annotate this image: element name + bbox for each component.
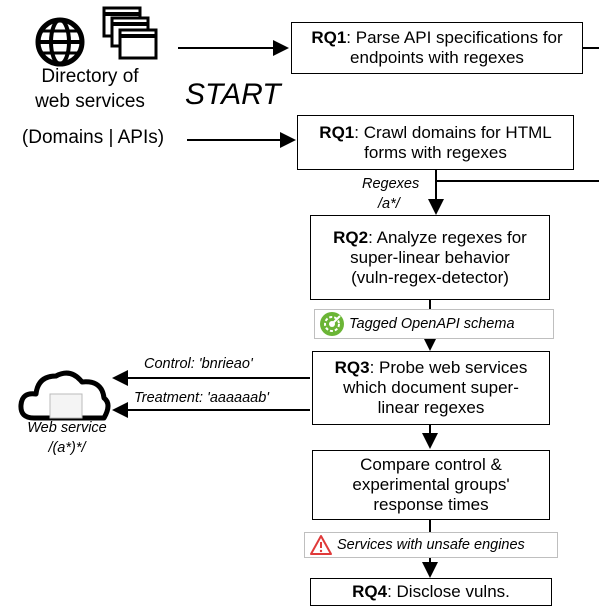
- control-label: Control: 'bnrieao': [144, 356, 253, 372]
- directory-label-1: Directory of: [41, 66, 139, 87]
- regex-example: /a*/: [378, 196, 400, 212]
- rq2-tag: RQ2: [333, 227, 369, 247]
- unsafe-engines-label: Services with unsafe engines: [337, 537, 525, 553]
- rq3-text: : Probe web services which document supe…: [343, 358, 528, 417]
- directory-label-2: web services: [35, 91, 145, 112]
- web-service-regex: /(a*)*/: [48, 440, 86, 456]
- rq1-crawl-text: : Crawl domains for HTML forms with rege…: [354, 122, 552, 162]
- rq3-box: RQ3: Probe web services which document s…: [312, 351, 550, 425]
- cloud-icon: [18, 370, 111, 421]
- rq1-api-box: RQ1: Parse API specifications for endpoi…: [291, 22, 583, 74]
- rq4-text: : Disclose vulns.: [387, 582, 510, 601]
- openapi-tag-label: Tagged OpenAPI schema: [349, 316, 515, 332]
- rq3-tag: RQ3: [334, 358, 370, 377]
- rq1-api-tag: RQ1: [311, 28, 347, 47]
- globe-icon: [35, 17, 85, 67]
- unsafe-engines-tag: Services with unsafe engines: [304, 532, 558, 558]
- openapi-tag: Tagged OpenAPI schema: [314, 309, 554, 339]
- rq2-text: : Analyze regexes for super-linear behav…: [350, 227, 527, 287]
- rq1-crawl-box: RQ1: Crawl domains for HTML forms with r…: [297, 115, 574, 170]
- start-label: START: [185, 78, 281, 111]
- rq1-api-text: : Parse API specifications for endpoints…: [346, 28, 563, 67]
- rq1-crawl-tag: RQ1: [319, 122, 355, 142]
- directory-label-3: (Domains | APIs): [21, 127, 165, 148]
- web-service-label: Web service: [27, 420, 107, 436]
- browser-windows-icon: [102, 6, 158, 60]
- treatment-label: Treatment: 'aaaaaab': [132, 390, 272, 406]
- rq4-tag: RQ4: [352, 582, 388, 601]
- warning-icon: [310, 535, 332, 555]
- rq4-box: RQ4: Disclose vulns.: [310, 578, 552, 606]
- openapi-icon: [320, 312, 344, 336]
- regexes-label: Regexes: [362, 176, 420, 192]
- compare-text: Compare control & experimental groups' r…: [352, 455, 510, 514]
- compare-box: Compare control & experimental groups' r…: [312, 450, 550, 520]
- rq2-box: RQ2: Analyze regexes for super-linear be…: [310, 215, 550, 300]
